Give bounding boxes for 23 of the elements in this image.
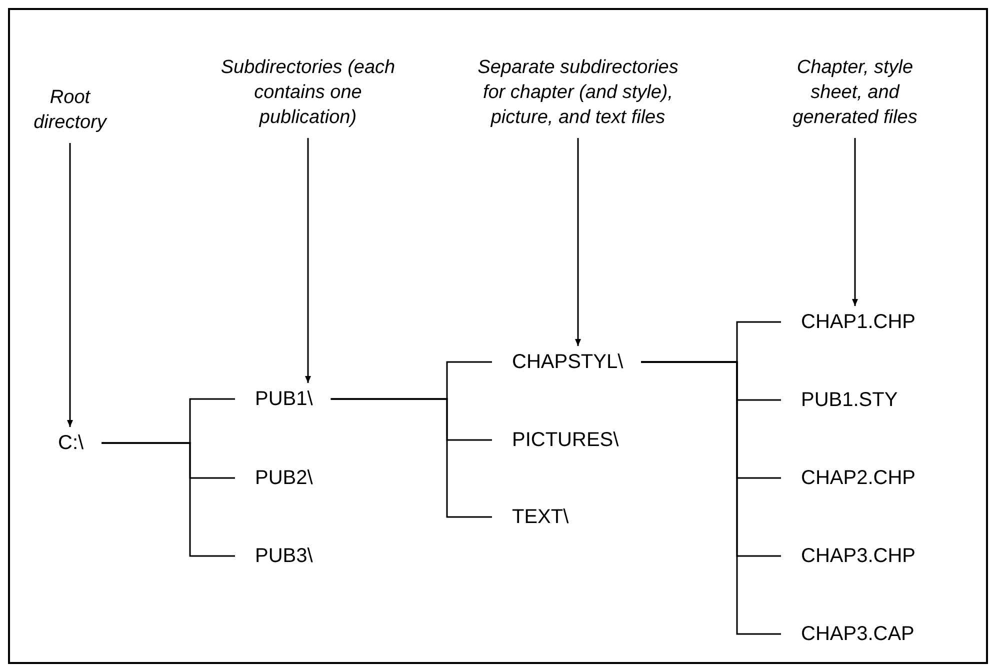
column-heading: Chapter, style sheet, and generated files	[770, 55, 940, 130]
directory-name: CHAP2.CHP	[801, 466, 916, 490]
directory-name: TEXT\	[512, 505, 569, 529]
arrow	[852, 138, 858, 306]
directory-name: PUB2\	[255, 466, 313, 490]
directory-name: PUB1.STY	[801, 388, 898, 412]
directory-name: CHAP1.CHP	[801, 310, 916, 334]
arrow	[575, 138, 581, 346]
column-heading: Subdirectories (each contains one publication)	[218, 55, 398, 130]
directory-name: CHAP3.CAP	[801, 622, 914, 646]
arrow	[305, 138, 311, 383]
tree-connector	[330, 398, 492, 518]
directory-name: CHAP3.CHP	[801, 544, 916, 568]
column-heading: Separate subdirectories for chapter (and style), picture, and text files	[473, 55, 683, 130]
directory-name: PUB3\	[255, 544, 313, 568]
arrow	[67, 143, 73, 427]
directory-name: PICTURES\	[512, 428, 619, 452]
directory-name: C:\	[58, 431, 84, 455]
tree-connector	[102, 442, 235, 557]
column-heading: Root directory	[15, 85, 125, 135]
tree-connector	[641, 361, 781, 635]
directory-name: CHAPSTYL\	[512, 350, 624, 374]
directory-name: PUB1\	[255, 387, 313, 411]
